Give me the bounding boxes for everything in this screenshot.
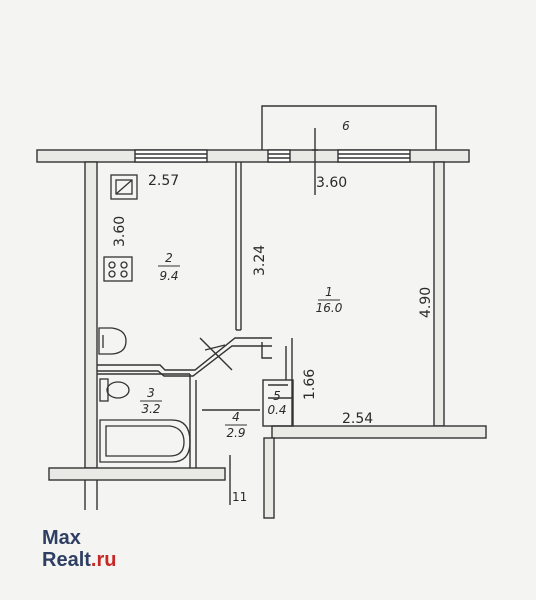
door-swing-kitchen <box>199 337 233 371</box>
dim-room-length-right: 4.90 <box>418 287 434 318</box>
dim-corridor: 11 <box>232 490 247 504</box>
partition-kitchen-hall <box>97 337 272 371</box>
room-1-area: 16.0 <box>316 301 343 315</box>
dim-room-width: 3.60 <box>316 175 347 191</box>
entrance-wall <box>263 437 275 519</box>
room-2-number: 2 <box>165 251 173 265</box>
toilet-icon <box>99 378 130 402</box>
dim-kitchen-length: 3.60 <box>112 216 128 247</box>
room-6-number: 6 <box>342 119 350 133</box>
dim-hall-length: 1.66 <box>302 369 318 400</box>
logo-accent: .ru <box>90 549 117 571</box>
window-kitchen <box>134 149 208 163</box>
sink-icon <box>98 327 127 355</box>
bottom-wall-left <box>48 467 226 481</box>
room-2-area: 9.4 <box>159 269 178 283</box>
dim-hall-width: 2.54 <box>342 411 373 427</box>
door-swing-room <box>261 342 272 359</box>
room-4-area: 2.9 <box>226 426 245 440</box>
bathtub-icon <box>99 419 191 463</box>
room-3-area: 3.2 <box>141 402 160 416</box>
stove-icon <box>103 256 133 282</box>
maxrealt-logo[interactable]: Max Realt.ru <box>42 527 116 571</box>
bottom-wall-right <box>271 425 487 439</box>
room-5-number: 5 <box>273 389 281 403</box>
room-5-area: 0.4 <box>267 403 286 417</box>
room-3-number: 3 <box>147 386 155 400</box>
left-wall <box>84 161 98 469</box>
dim-kitchen-width: 2.57 <box>148 173 179 189</box>
logo-line-2: Realt.ru <box>42 549 116 571</box>
window-room <box>337 149 411 163</box>
balcony-outline <box>261 105 437 150</box>
window-balcony-door <box>267 149 291 163</box>
room-4-number: 4 <box>232 410 240 424</box>
right-wall <box>433 161 445 427</box>
dim-room-length-left: 3.24 <box>252 245 268 276</box>
room-1-number: 1 <box>325 285 333 299</box>
closet-outline <box>262 379 294 427</box>
logo-main: Realt <box>42 549 91 571</box>
logo-line-1: Max <box>42 527 81 549</box>
fridge-icon <box>110 174 138 200</box>
